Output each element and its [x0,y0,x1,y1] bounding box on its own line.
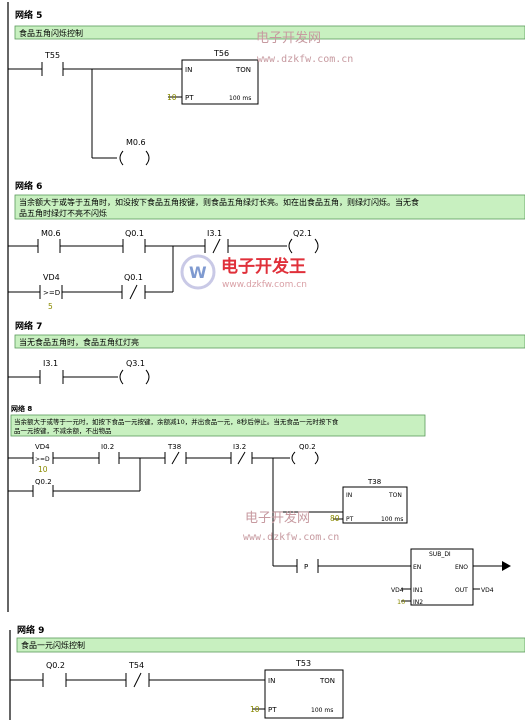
network-6-contact-vd4: VD4 [43,273,60,282]
network-7-title: 网络 7 [15,320,42,332]
network-5-coil-m06 [119,150,150,166]
network-8-comment-line-1: 当余额大于或等于一元时，如按下食品一元按键，余额减10，并出食品一元，8秒后停止… [14,417,339,426]
network-8-comment-box [10,414,426,437]
network-5-comment-box [14,25,525,40]
network-6: 网络 6 当余额大于或等于五角时，如没按下食品五角按键，则食品五角绿灯长亮。如在… [8,180,525,311]
network-5-timer-unit: 100 ms [229,95,251,102]
network-7: 网络 7 当无食品五角时，食品五角红灯亮 I3.1 Q3.1 [8,320,525,385]
network-6-comment-box [14,194,525,220]
network-8-arrow-icon [502,561,511,571]
network-8-sub-out-value: VD4 [481,587,494,594]
watermark-logo-icon [180,254,216,290]
network-8-timer-pt: PT [346,516,354,523]
watermark-bottom: 电子开发网 www.dzkfw.com.cn [243,510,339,543]
network-8-edge-p: P [304,563,308,571]
network-8-timer-name: T38 [367,478,381,486]
network-9-timer-type: TON [319,677,335,685]
network-8-sub-in2: IN2 [413,599,423,606]
network-8-sub-in2-value: 10 [397,598,405,606]
network-6-compare-op: >=D [43,289,60,297]
network-9-contact-q02: Q0.2 [46,661,65,670]
network-6-comment-line-1: 当余额大于或等于五角时，如没按下食品五角按键，则食品五角绿灯长亮。如在出食品五角… [19,197,419,207]
network-6-contact-m06: M0.6 [41,229,61,238]
network-9-comment-box [16,637,525,653]
watermark-cn-top: 电子开发网 [256,30,321,46]
network-9-timer-unit: 100 ms [311,707,333,714]
network-8-timer-type: TON [388,492,402,499]
network-7-comment-box [14,334,525,349]
network-8-sub-name: SUB_DI [429,551,451,558]
network-8-sub-out: OUT [455,587,468,594]
network-8-contact-q02: Q0.2 [35,478,52,486]
network-6-not-slash-1 [212,238,221,254]
network-9-comment: 食品一元闪烁控制 [21,640,85,650]
network-7-coil-q31 [119,369,150,385]
network-5-timer-pt-value: 10 [167,93,177,102]
watermark-red-url: www.dzkfw.com.cn [222,280,307,290]
network-6-compare-value: 5 [48,302,53,311]
network-7-comment: 当无食品五角时，食品五角红灯亮 [19,337,139,347]
network-8: 网络 8 当余额大于或等于一元时，如按下食品一元按键，余额减10，并出食品一元，… [8,404,511,606]
network-6-coil-label: Q2.1 [293,229,312,238]
network-8-contact-vd4: VD4 [35,443,50,451]
network-6-not-slash-2 [129,284,138,300]
watermark-top: 电子开发网 www.dzkfw.com.cn [256,30,353,65]
network-8-sub-eno: ENO [455,564,468,571]
network-8-coil-q02 [291,451,319,465]
network-5-comment: 食品五角闪烁控制 [19,28,83,38]
network-8-sub-en: EN [413,564,421,571]
watermark-url-bottom: www.dzkfw.com.cn [243,532,339,543]
network-8-contact-i02: I0.2 [101,443,114,451]
watermark-red: 电子开发王 [221,256,306,277]
watermark-logo-w-icon: W [189,263,207,282]
network-5: 网络 5 食品五角闪烁控制 T55 T56 IN TON PT 100 ms 1… [8,9,525,166]
network-9-timer-in: IN [268,677,275,685]
network-8-compare-value: 10 [38,465,48,474]
network-5-contact-t55: T55 [44,51,60,60]
network-9: 网络 9 食品一元闪烁控制 Q0.2 T54 T53 IN TON PT 100… [10,624,525,719]
network-9-timer-pt: PT [268,706,277,714]
network-5-timer-pt: PT [185,94,194,102]
network-5-title: 网络 5 [15,9,42,21]
watermark-cn-bottom: 电子开发网 [245,510,310,526]
network-8-coil-label: Q0.2 [299,443,316,451]
network-6-title: 网络 6 [15,180,42,192]
network-9-timer-pt-value: 10 [250,705,260,714]
network-9-title: 网络 9 [17,624,44,636]
network-5-timer-name: T56 [213,49,229,58]
network-8-contact-i32: I3.2 [233,443,246,451]
network-6-coil-q21 [288,238,319,254]
network-6-contact-q01: Q0.1 [125,229,144,238]
network-8-timer-in: IN [346,492,352,499]
network-9-timer-name: T53 [295,659,311,668]
network-8-title: 网络 8 [11,404,32,413]
network-9-contact-t54: T54 [128,661,144,670]
network-6-contact-q01-b: Q0.1 [124,273,143,282]
network-7-contact-i31: I3.1 [43,359,58,368]
network-8-timer-unit: 100 ms [381,516,403,523]
network-8-sub-in1-value: VD4 [391,587,404,594]
network-7-coil-label: Q3.1 [126,359,145,368]
network-8-comment-line-2: 品一元按键，不减余额，不出物品 [14,426,112,435]
watermark-url-top: www.dzkfw.com.cn [257,54,353,65]
watermark-center: W 电子开发王 www.dzkfw.com.cn [180,254,307,290]
network-8-sub-in1: IN1 [413,587,423,594]
network-8-contact-t38: T38 [167,443,181,451]
network-5-timer-type: TON [235,66,251,74]
network-6-contact-i31: I3.1 [207,229,222,238]
network-6-comment-line-2: 品五角时绿灯不亮不闪烁 [19,208,107,218]
network-8-timer-pt-value: 80 [330,514,340,523]
network-8-compare-op: >=D [35,456,50,463]
network-5-timer-in: IN [185,66,192,74]
network-5-coil-label: M0.6 [126,138,146,147]
